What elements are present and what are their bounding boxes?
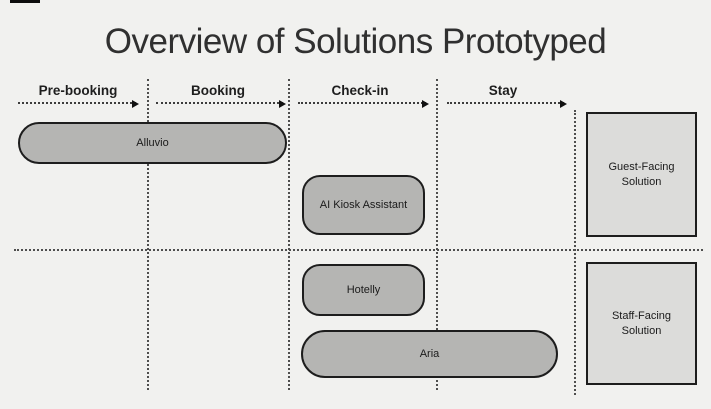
arrow-head-icon <box>132 100 139 108</box>
category-box-staff-facing: Staff-Facing Solution <box>586 262 697 385</box>
arrow-head-icon <box>279 100 286 108</box>
solution-pill-hotelly: Hotelly <box>302 264 425 316</box>
column-divider-4 <box>574 110 576 395</box>
row-divider <box>14 249 703 251</box>
column-divider-2 <box>288 79 290 390</box>
phase-label-pre-booking: Pre-booking <box>38 83 118 98</box>
phase-arrow-booking <box>156 100 286 108</box>
phase-arrow-stay <box>447 100 567 108</box>
phase-arrow-pre-booking <box>18 100 139 108</box>
arrow-head-icon <box>560 100 567 108</box>
solution-pill-alluvio: Alluvio <box>18 122 287 164</box>
solution-pill-ai-kiosk-assistant: AI Kiosk Assistant <box>302 175 425 235</box>
phase-label-check-in: Check-in <box>331 83 389 98</box>
phase-label-stay: Stay <box>488 83 518 98</box>
phase-arrow-check-in <box>298 100 429 108</box>
column-divider-1 <box>147 79 149 390</box>
column-divider-3 <box>436 79 438 390</box>
slide-title: Overview of Solutions Prototyped <box>104 22 607 61</box>
solution-pill-aria: Aria <box>301 330 558 378</box>
screen-edge-artifact <box>10 0 40 3</box>
category-box-guest-facing: Guest-Facing Solution <box>586 112 697 237</box>
phase-label-booking: Booking <box>191 83 245 98</box>
arrow-head-icon <box>422 100 429 108</box>
